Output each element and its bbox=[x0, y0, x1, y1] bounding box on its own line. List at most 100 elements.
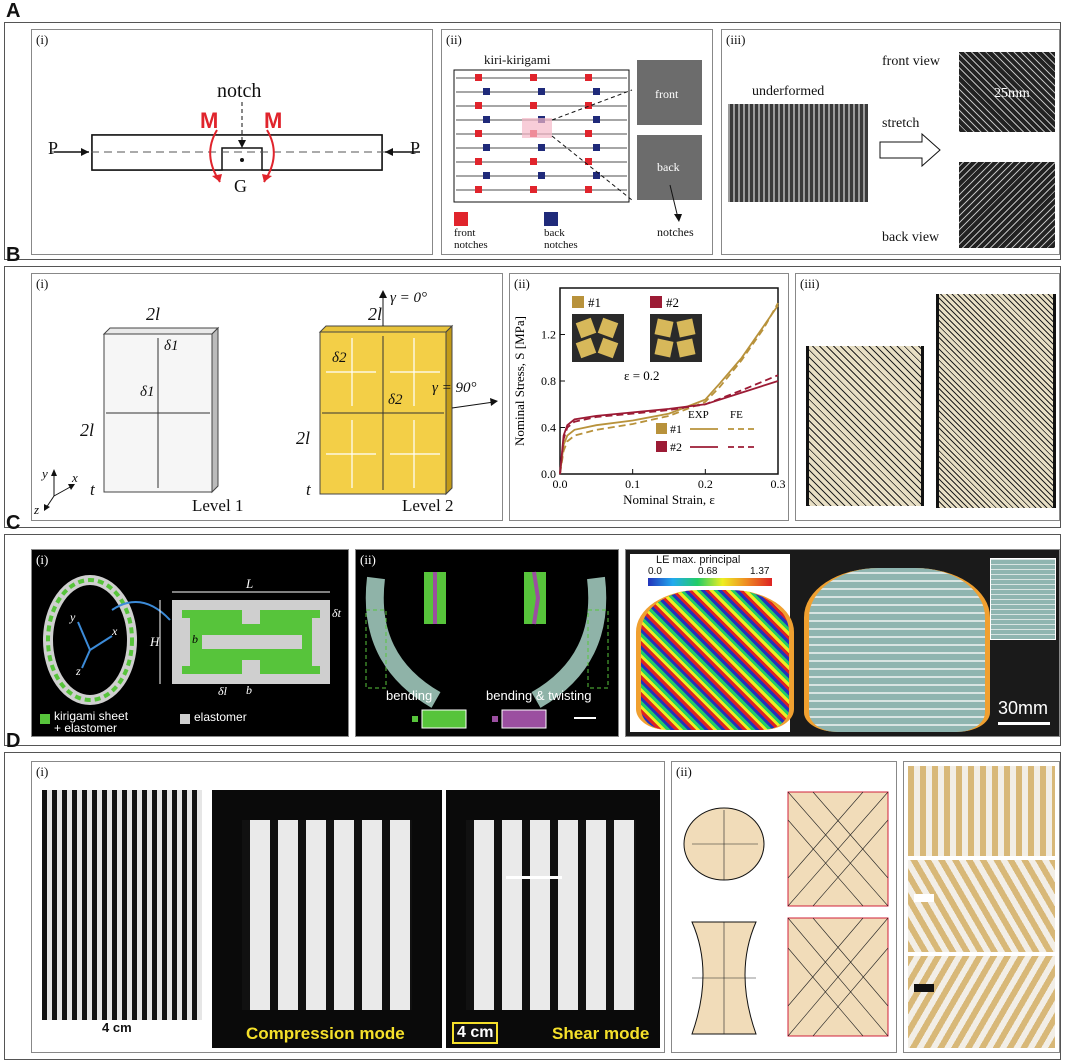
legend-header-fe: FE bbox=[730, 409, 743, 421]
notch-mark bbox=[593, 144, 600, 151]
panel-c-i: (i) L H b b δl δt x y z kirigam bbox=[31, 549, 349, 737]
inset-note: ε = 0.2 bbox=[624, 368, 660, 383]
arrow-left-black bbox=[914, 984, 934, 992]
legend-gray: elastomer bbox=[194, 710, 247, 724]
lattice-designs bbox=[683, 791, 889, 1037]
bending-diagram bbox=[365, 571, 609, 729]
fe-contour-vase bbox=[636, 590, 794, 730]
notch-mark bbox=[593, 172, 600, 179]
level2-label: Level 2 bbox=[402, 496, 454, 515]
notch-mark bbox=[538, 144, 545, 151]
notch-mark bbox=[483, 88, 490, 95]
notch-mark bbox=[593, 116, 600, 123]
notch-label: notch bbox=[217, 80, 262, 102]
notch-mark bbox=[475, 186, 482, 193]
force-right: P bbox=[410, 138, 421, 158]
arrow-right-white bbox=[914, 894, 934, 902]
panel-b-iii: (iii) bbox=[795, 273, 1060, 521]
axis-y: y bbox=[42, 466, 48, 481]
dim-delta-t: δt bbox=[332, 606, 341, 620]
panel-a-i: (i) notch M M P P G bbox=[31, 29, 433, 255]
front-notches-label: front notches bbox=[454, 227, 488, 251]
row-d: (i) 4 cm Compression mode 4 cm Shear mod… bbox=[4, 752, 1061, 1060]
sub-label: (i) bbox=[36, 276, 49, 291]
panel-d-iii: (iii) bbox=[903, 761, 1060, 1053]
sub-label: (ii) bbox=[676, 764, 692, 779]
panel-d-i: (i) 4 cm Compression mode 4 cm Shear mod… bbox=[31, 761, 665, 1053]
notch-mark bbox=[475, 102, 482, 109]
axis-y-c: y bbox=[70, 610, 76, 624]
hand-photo-3 bbox=[908, 956, 1055, 1048]
axis-z-c: z bbox=[76, 664, 81, 678]
delta2-top: δ2 bbox=[332, 350, 347, 366]
hand-photo-1 bbox=[908, 766, 1055, 856]
compression-label: Compression mode bbox=[246, 1024, 405, 1043]
notch-mark bbox=[585, 102, 592, 109]
notch-mark bbox=[593, 88, 600, 95]
t-label-1: t bbox=[90, 480, 95, 499]
notch-mark bbox=[530, 74, 537, 81]
hand-photo-2 bbox=[908, 860, 1055, 952]
shear-label: Shear mode bbox=[552, 1024, 650, 1043]
notch-mark bbox=[475, 158, 482, 165]
legend-swatch bbox=[656, 441, 667, 452]
delta2-mid: δ2 bbox=[388, 392, 403, 408]
colorbar-tick-2: 1.37 bbox=[750, 566, 770, 577]
inset-tile bbox=[676, 338, 696, 358]
colorbar-title: LE max. principal bbox=[656, 554, 741, 566]
inset-tile bbox=[575, 317, 597, 339]
legend-swatch bbox=[656, 423, 667, 434]
row-label-c: C bbox=[6, 512, 21, 534]
notch-mark bbox=[585, 158, 592, 165]
two-l-left-2: 2l bbox=[296, 428, 311, 448]
gamma90-label: γ = 90° bbox=[432, 380, 477, 396]
x-tick-label: 0.1 bbox=[625, 477, 640, 491]
dim-b-bottom: b bbox=[246, 683, 252, 697]
kiri-kirigami-title: kiri-kirigami bbox=[484, 52, 551, 67]
legend-header-exp: EXP bbox=[688, 409, 709, 421]
notch-mark bbox=[475, 74, 482, 81]
delta1-mid: δ1 bbox=[140, 384, 155, 400]
back-label: back bbox=[657, 160, 680, 174]
dim-H: H bbox=[150, 634, 160, 649]
x-tick-label: 0.0 bbox=[553, 477, 568, 491]
row-a: (i) notch M M P P G (ii) kiri-kirigami bbox=[4, 22, 1061, 260]
beam-diagram bbox=[52, 102, 420, 183]
panel-d-ii: (ii) bbox=[671, 761, 897, 1053]
stretch-label: stretch bbox=[882, 116, 920, 131]
notch-mark bbox=[483, 144, 490, 151]
notch-mark bbox=[538, 88, 545, 95]
two-l-top-1: 2l bbox=[146, 304, 161, 324]
panel-a-iii: (iii) underformed stretch front view 25m… bbox=[721, 29, 1060, 255]
inset-tile bbox=[676, 318, 696, 338]
axis-x: x bbox=[72, 470, 78, 485]
undeformed-label: underformed bbox=[752, 84, 825, 99]
dim-delta-l: δl bbox=[218, 684, 227, 698]
front-view-photo bbox=[959, 52, 1055, 132]
notch-mark bbox=[585, 186, 592, 193]
panel-a-ii: (ii) kiri-kirigami front back front notc… bbox=[441, 29, 713, 255]
y-tick-label: 1.2 bbox=[541, 328, 556, 342]
y-tick-label: 0.8 bbox=[541, 374, 556, 388]
inset-tile bbox=[597, 337, 619, 359]
moment-right: M bbox=[264, 108, 283, 133]
gamma0-label: γ = 0° bbox=[390, 290, 428, 306]
inset-tile bbox=[597, 317, 619, 339]
level1-label: Level 1 bbox=[192, 496, 244, 515]
row-c: (i) L H b b δl δt x y z kirigam bbox=[4, 534, 1061, 746]
prototype-vase-photo bbox=[804, 568, 990, 732]
inset-tile bbox=[575, 337, 597, 359]
inset-pattern-1 bbox=[572, 314, 624, 362]
notch-mark bbox=[538, 172, 545, 179]
two-l-top-2: 2l bbox=[368, 304, 383, 324]
axis-x-c: x bbox=[112, 624, 118, 638]
inset-label-2: #2 bbox=[666, 295, 679, 310]
row-label-b: B bbox=[6, 244, 21, 266]
undeformed-photo bbox=[728, 104, 868, 202]
sub-label: (i) bbox=[36, 764, 49, 779]
row-b: (i) bbox=[4, 266, 1061, 528]
colorbar bbox=[648, 578, 772, 586]
inset-swatch-1 bbox=[572, 296, 584, 308]
inset-tile bbox=[654, 318, 674, 338]
